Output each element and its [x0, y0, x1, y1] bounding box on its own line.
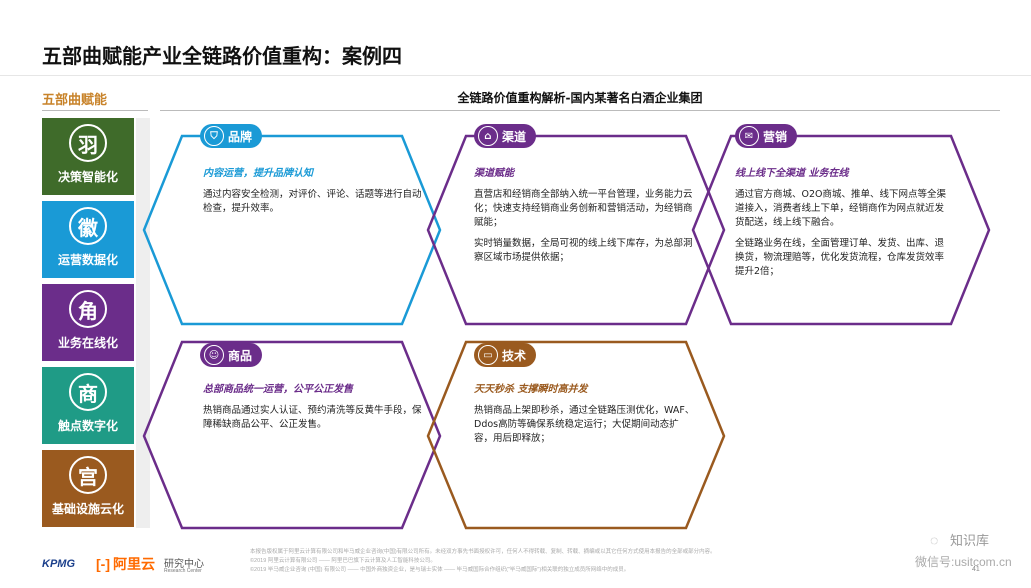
marketing-subtitle: 线上线下全渠道 业务在线 — [735, 168, 849, 179]
hexagon-channel — [426, 134, 726, 326]
capability-label: 业务在线化 — [57, 336, 118, 350]
aliyun-logo: [-]阿里云 — [96, 554, 155, 574]
badge-label: 营销 — [763, 129, 788, 144]
tech-subtitle: 天天秒杀 支撑瞬时高并发 — [474, 384, 588, 395]
capability-label: 运营数据化 — [57, 253, 118, 267]
badge-channel: ⌂ 渠道 — [474, 124, 537, 148]
page-number: 41 — [972, 566, 980, 573]
capability-label: 基础设施云化 — [51, 502, 124, 516]
horn-char-icon: 角 — [69, 290, 107, 328]
watermark-name: 知识库 — [950, 533, 990, 548]
aliyun-bracket-icon: [-] — [96, 556, 110, 572]
bag-icon: ☺ — [204, 345, 224, 365]
footer-line: ©2019 毕马威企业咨询 (中国) 有限公司 —— 中国外商独资企业，是与瑞士… — [250, 567, 630, 573]
capability-touchpoint: 商 触点数字化 — [42, 367, 134, 444]
capability-infrastructure: 宫 基础设施云化 — [42, 450, 134, 527]
badge-label: 技术 — [502, 348, 527, 363]
marketing-text: 通过官方商城、O2O商城、推单、线下网点等全渠道接入，消费者线上下单，经销商作为… — [735, 188, 950, 286]
palace-char-icon: 宫 — [69, 456, 107, 494]
store-icon: ⌂ — [478, 126, 498, 146]
capability-decision: 羽 决策智能化 — [42, 118, 134, 195]
marketing-paragraph: 通过官方商城、O2O商城、推单、线下网点等全渠道接入，消费者线上下单，经销商作为… — [735, 189, 946, 228]
capability-label: 决策智能化 — [57, 170, 118, 184]
capability-operation: 徽 运营数据化 — [42, 201, 134, 278]
copyright-footer: 本报告版权属于阿里云计算有限公司和毕马威企业咨询(中国)有限公司所有。未经双方事… — [250, 548, 850, 575]
footer-line: 本报告版权属于阿里云计算有限公司和毕马威企业咨询(中国)有限公司所有。未经双方事… — [250, 549, 716, 555]
product-subtitle: 总部商品统一运营，公平公正发售 — [203, 384, 353, 395]
badge-label: 商品 — [228, 348, 253, 363]
watermark-id: 微信号:usitcom.cn — [915, 555, 1012, 569]
channel-paragraph: 直营店和经销商全部纳入统一平台管理，业务能力云化；快速支持经销商业务创新和营销活… — [474, 189, 693, 228]
gift-icon: ✉ — [739, 126, 759, 146]
capability-business: 角 业务在线化 — [42, 284, 134, 361]
hexagon-marketing — [691, 134, 991, 326]
badge-tech: ▭ 技术 — [474, 343, 537, 367]
product-text: 热销商品通过实人认证、预约清洗等反黄牛手段，保障稀缺商品公平、公正发售。 — [203, 404, 425, 439]
shield-icon: ⛉ — [204, 126, 224, 146]
badge-product: ☺ 商品 — [200, 343, 263, 367]
footer-line: ©2019 阿里云计算有限公司 —— 阿里巴巴旗下云计算及人工智能科技公司。 — [250, 558, 436, 564]
hexagon-product — [142, 340, 442, 530]
channel-text: 直营店和经销商全部纳入统一平台管理，业务能力云化；快速支持经销商业务创新和营销活… — [474, 188, 696, 272]
badge-brand: ⛉ 品牌 — [200, 124, 263, 148]
badge-label: 品牌 — [228, 129, 253, 144]
research-center-en-label: Research Center — [164, 568, 202, 574]
connector-band — [136, 118, 150, 528]
aliyun-logo-text: 阿里云 — [113, 556, 155, 572]
capability-label: 触点数字化 — [57, 419, 118, 433]
feather-char-icon: 羽 — [69, 124, 107, 162]
product-paragraph: 热销商品通过实人认证、预约清洗等反黄牛手段，保障稀缺商品公平、公正发售。 — [203, 405, 422, 430]
brand-paragraph: 通过内容安全检测，对评价、评论、话题等进行自动检查，提升效率。 — [203, 189, 422, 214]
badge-label: 渠道 — [502, 129, 527, 144]
tech-text: 热销商品上架即秒杀，通过全链路压测优化，WAF、Ddos高防等确保系统稳定运行；… — [474, 404, 696, 453]
left-header-rule — [42, 110, 148, 111]
channel-subtitle: 渠道赋能 — [474, 168, 514, 179]
marketing-paragraph: 全链路业务在线，全面管理订单、发货、出库、退换货，物流理赔等，优化发货流程，仓库… — [735, 238, 945, 277]
hexagon-brand — [142, 134, 442, 326]
research-center-label: 研究中心 — [164, 559, 204, 570]
monitor-icon: ▭ — [478, 345, 498, 365]
channel-paragraph: 实时销量数据，全局可视的线上线下库存，为总部洞察区域市场提供依据； — [474, 238, 693, 263]
right-header-rule — [160, 110, 1000, 111]
badge-marketing: ✉ 营销 — [735, 124, 798, 148]
tech-paragraph: 热销商品上架即秒杀，通过全链路压测优化，WAF、Ddos高防等确保系统稳定运行；… — [474, 405, 695, 444]
brand-text: 通过内容安全检测，对评价、评论、话题等进行自动检查，提升效率。 — [203, 188, 425, 223]
section-label-right: 全链路价值重构解析-国内某著名白酒企业集团 — [457, 91, 703, 105]
hexagon-tech — [426, 340, 726, 530]
section-label-left: 五部曲赋能 — [42, 93, 108, 108]
brand-subtitle: 内容运营，提升品牌认知 — [203, 168, 313, 179]
kpmg-logo: KPMG — [42, 558, 75, 570]
page-title: 五部曲赋能产业全链路价值重构：案例四 — [42, 44, 402, 68]
title-divider — [0, 75, 1031, 76]
emblem-char-icon: 徽 — [69, 207, 107, 245]
wechat-icon: ◌ — [930, 532, 939, 548]
merchant-char-icon: 商 — [69, 373, 107, 411]
